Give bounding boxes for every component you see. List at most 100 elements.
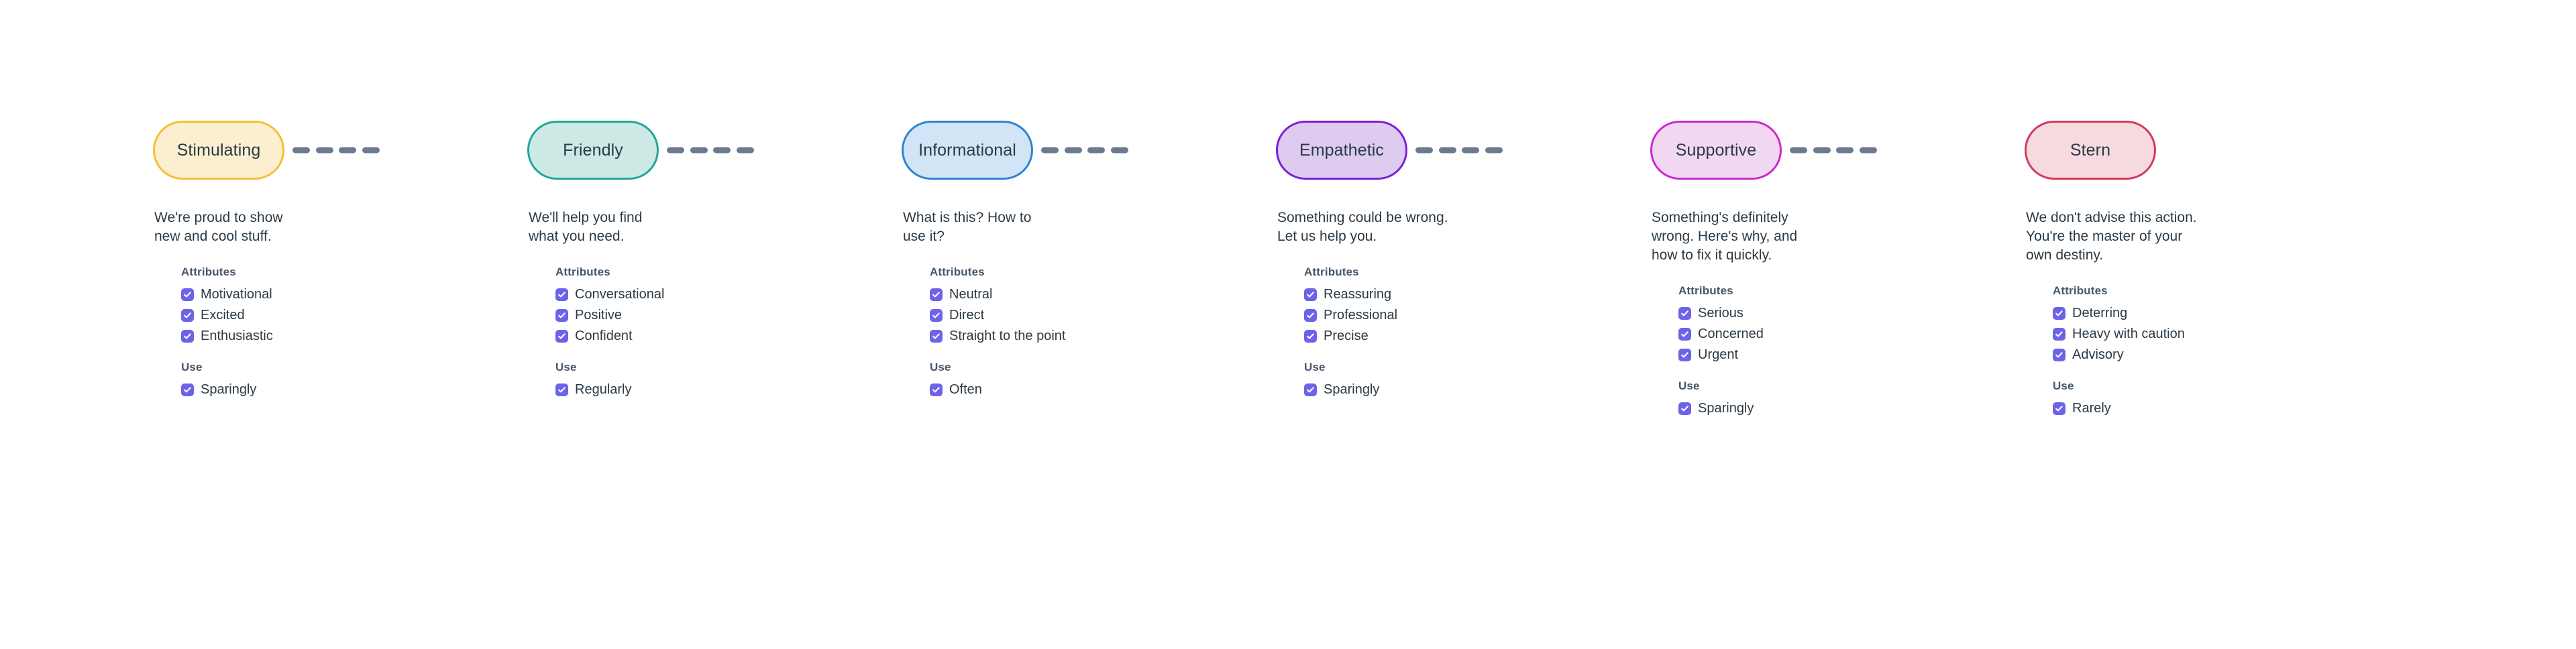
connector-dash [1859,147,1877,154]
use-heading: Use [1304,361,1326,373]
checkbox-row[interactable]: Sparingly [1678,400,1764,417]
tone-pill[interactable]: Stimulating [153,121,284,180]
checkbox-row[interactable]: Direct [930,306,1065,324]
connector-dash [362,147,380,154]
checkbox-row[interactable]: Precise [1304,327,1397,345]
check-icon[interactable] [1304,308,1317,322]
checkbox-row[interactable]: Neutral [930,286,1065,303]
pill-wrapper: Stimulating [153,91,416,210]
check-icon[interactable] [1678,402,1691,415]
tone-description: Something could be wrong. Let us help yo… [1277,210,1448,244]
check-icon[interactable] [1678,348,1691,361]
check-icon[interactable] [2053,348,2065,361]
check-icon[interactable] [1304,329,1317,343]
checkbox-label: Reassuring [1324,287,1392,302]
check-icon[interactable] [1678,306,1691,320]
checkbox-row[interactable]: Concerned [1678,325,1764,343]
checkbox-row[interactable]: Urgent [1678,346,1764,363]
check-icon[interactable] [181,308,194,322]
checkbox-label: Regularly [575,382,632,397]
check-icon[interactable] [930,383,943,396]
checkbox-row[interactable]: Heavy with caution [2053,325,2185,343]
tone-description: Something's definitely wrong. Here's why… [1652,210,1798,263]
checkbox-row[interactable]: Serious [1678,304,1764,322]
check-icon[interactable] [930,308,943,322]
checkbox-label: Conversational [575,287,665,302]
check-icon[interactable] [555,383,568,396]
checkbox-row[interactable]: Regularly [555,381,664,398]
check-icon[interactable] [1304,383,1317,396]
checkbox-label: Sparingly [1324,382,1380,397]
dashed-connector [1041,147,1128,154]
checkbox-label: Heavy with caution [2072,327,2185,341]
check-icon[interactable] [555,288,568,301]
check-icon[interactable] [555,308,568,322]
check-icon[interactable] [1304,288,1317,301]
checkbox-row[interactable]: Conversational [555,286,664,303]
checkbox-row[interactable]: Confident [555,327,664,345]
checkbox-label: Neutral [949,287,993,302]
tone-pill[interactable]: Stern [2025,121,2156,180]
checkbox-row[interactable]: Reassuring [1304,286,1397,303]
pill-wrapper: Friendly [527,91,790,210]
checkbox-row[interactable]: Motivational [181,286,273,303]
checkbox-row[interactable]: Enthusiastic [181,327,273,345]
checkbox-row[interactable]: Often [930,381,1065,398]
check-icon[interactable] [2053,327,2065,341]
checkbox-row[interactable]: Sparingly [181,381,273,398]
tone-pill[interactable]: Empathetic [1276,121,1407,180]
connector-dash [1064,147,1082,154]
checkbox-label: Confident [575,329,633,343]
check-icon[interactable] [2053,306,2065,320]
check-icon[interactable] [555,329,568,343]
check-icon[interactable] [181,288,194,301]
connector-dash [339,147,357,154]
tone-pill[interactable]: Friendly [527,121,659,180]
checkbox-label: Sparingly [1698,401,1754,416]
checkbox-row[interactable]: Rarely [2053,400,2185,417]
connector-dash [1415,147,1433,154]
checkbox-row[interactable]: Positive [555,306,664,324]
connector-dash [1462,147,1480,154]
check-icon[interactable] [930,288,943,301]
tone-pill[interactable]: Supportive [1650,121,1782,180]
check-icon[interactable] [181,329,194,343]
checkbox-label: Precise [1324,329,1368,343]
checkbox-row[interactable]: Straight to the point [930,327,1065,345]
check-icon[interactable] [930,329,943,343]
checkbox-row[interactable]: Advisory [2053,346,2185,363]
use-heading: Use [1678,379,1700,392]
checkbox-label: Sparingly [201,382,257,397]
check-icon[interactable] [181,383,194,396]
checkbox-label: Often [949,382,982,397]
checkbox-label: Rarely [2072,401,2111,416]
checkbox-row[interactable]: Sparingly [1304,381,1397,398]
checkbox-row[interactable]: Professional [1304,306,1397,324]
tone-description: We'll help you find what you need. [529,210,643,244]
dashed-connector [667,147,754,154]
connector-dash [736,147,754,154]
connector-dash [292,147,310,154]
check-icon[interactable] [1678,327,1691,341]
check-icon[interactable] [2053,402,2065,415]
checkbox-label: Professional [1324,308,1398,322]
checkbox-row[interactable]: Excited [181,306,273,324]
checkbox-label: Serious [1698,306,1743,320]
attributes-heading: Attributes [1304,266,1359,278]
tone-pill[interactable]: Informational [902,121,1033,180]
checkbox-row[interactable]: Deterring [2053,304,2185,322]
